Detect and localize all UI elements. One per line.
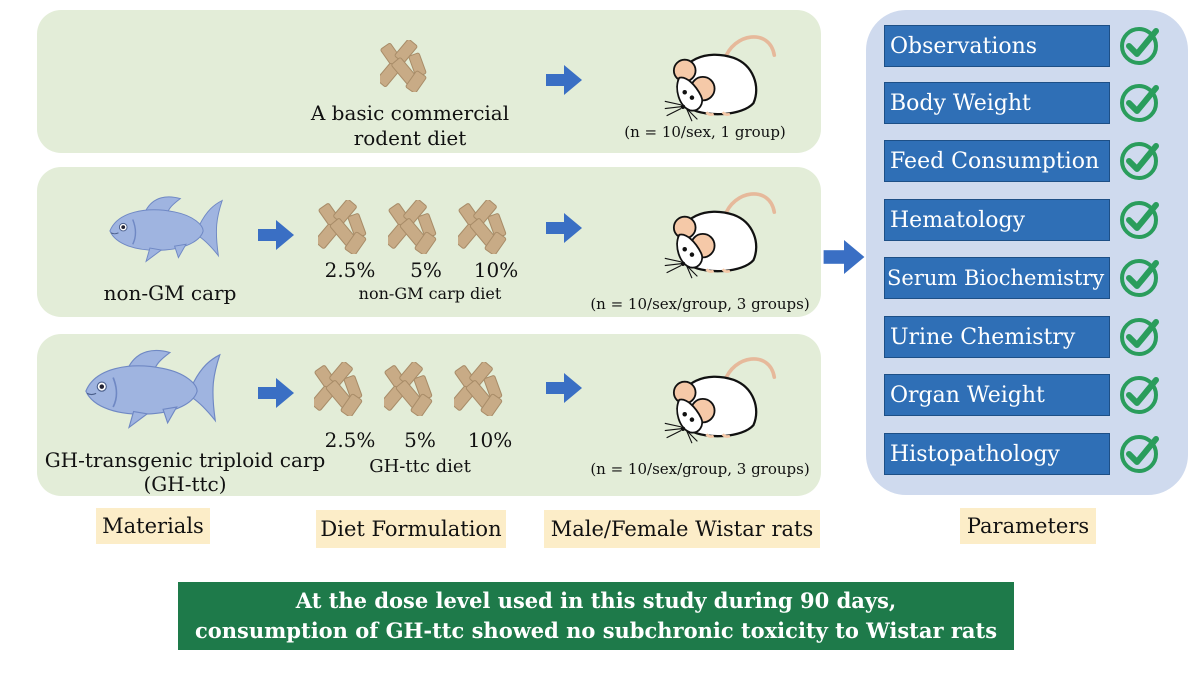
row3-arrow2-icon xyxy=(546,373,582,403)
rats-label: Male/Female Wistar rats xyxy=(544,510,820,548)
row1-diet-line1: A basic commercial xyxy=(310,101,510,125)
conclusion-line1: At the dose level used in this study dur… xyxy=(295,588,897,613)
serum-biochemistry-check-icon xyxy=(1118,257,1160,299)
row3-rats-count: (n = 10/sex/group, 3 groups) xyxy=(590,460,810,478)
row3-dose-5: 5% xyxy=(404,428,436,452)
row1-arrow-icon xyxy=(546,65,582,95)
row2-dose-2-5: 2.5% xyxy=(324,258,376,282)
row3-rat-icon xyxy=(662,357,777,445)
row2-arrow1-icon xyxy=(258,220,294,250)
row3-pellets-10-icon xyxy=(454,362,504,416)
conclusion-line2: consumption of GH-ttc showed no subchron… xyxy=(194,618,998,643)
param-body-weight: Body Weight xyxy=(884,82,1110,124)
param-hematology: Hematology xyxy=(884,199,1110,241)
row3-pellets-2-5-icon xyxy=(314,362,364,416)
observations-check-icon xyxy=(1118,25,1160,67)
row3-material-line1: GH-transgenic triploid carp xyxy=(44,448,326,472)
row2-dose-10: 10% xyxy=(473,258,519,282)
body-weight-check-icon xyxy=(1118,82,1160,124)
param-urine-chemistry: Urine Chemistry xyxy=(884,316,1110,358)
row2-diet-name: non-GM carp diet xyxy=(358,284,502,303)
row2-pellets-2-5-icon xyxy=(318,200,368,254)
diet-formulation-label: Diet Formulation xyxy=(316,510,506,548)
param-serum-biochemistry: Serum Biochemistry xyxy=(884,257,1110,299)
conclusion-banner: At the dose level used in this study dur… xyxy=(178,582,1014,650)
row3-dose-2-5: 2.5% xyxy=(324,428,376,452)
param-observations: Observations xyxy=(884,25,1110,67)
hematology-check-icon xyxy=(1118,199,1160,241)
row2-rats-count: (n = 10/sex/group, 3 groups) xyxy=(590,295,810,313)
row1-rat-icon xyxy=(662,35,777,123)
param-organ-weight: Organ Weight xyxy=(884,374,1110,416)
param-histopathology: Histopathology xyxy=(884,433,1110,475)
row2-pellets-5-icon xyxy=(388,200,438,254)
row2-pellets-10-icon xyxy=(458,200,508,254)
basic-diet-pellets-icon xyxy=(380,40,428,92)
parameters-label: Parameters xyxy=(960,508,1096,544)
row3-dose-10: 10% xyxy=(467,428,513,452)
row2-material-label: non-GM carp xyxy=(103,281,237,305)
materials-label: Materials xyxy=(96,508,210,544)
row3-diet-name: GH-ttc diet xyxy=(369,456,471,477)
to-parameters-arrow-icon xyxy=(823,240,865,274)
row2-arrow2-icon xyxy=(546,213,582,243)
row3-arrow1-icon xyxy=(258,378,294,408)
row1-rats-count: (n = 10/sex, 1 group) xyxy=(624,123,786,141)
row3-material-line2: (GH-ttc) xyxy=(143,472,227,496)
histopathology-check-icon xyxy=(1118,433,1160,475)
non-gm-carp-fish-icon xyxy=(109,196,223,263)
urine-chemistry-check-icon xyxy=(1118,316,1160,358)
row3-pellets-5-icon xyxy=(384,362,434,416)
organ-weight-check-icon xyxy=(1118,374,1160,416)
gh-ttc-fish-icon xyxy=(85,349,221,429)
row1-diet-line2: rodent diet xyxy=(353,126,467,150)
param-feed-consumption: Feed Consumption xyxy=(884,140,1110,182)
row2-dose-5: 5% xyxy=(410,258,442,282)
feed-consumption-check-icon xyxy=(1118,140,1160,182)
row2-rat-icon xyxy=(662,192,777,280)
